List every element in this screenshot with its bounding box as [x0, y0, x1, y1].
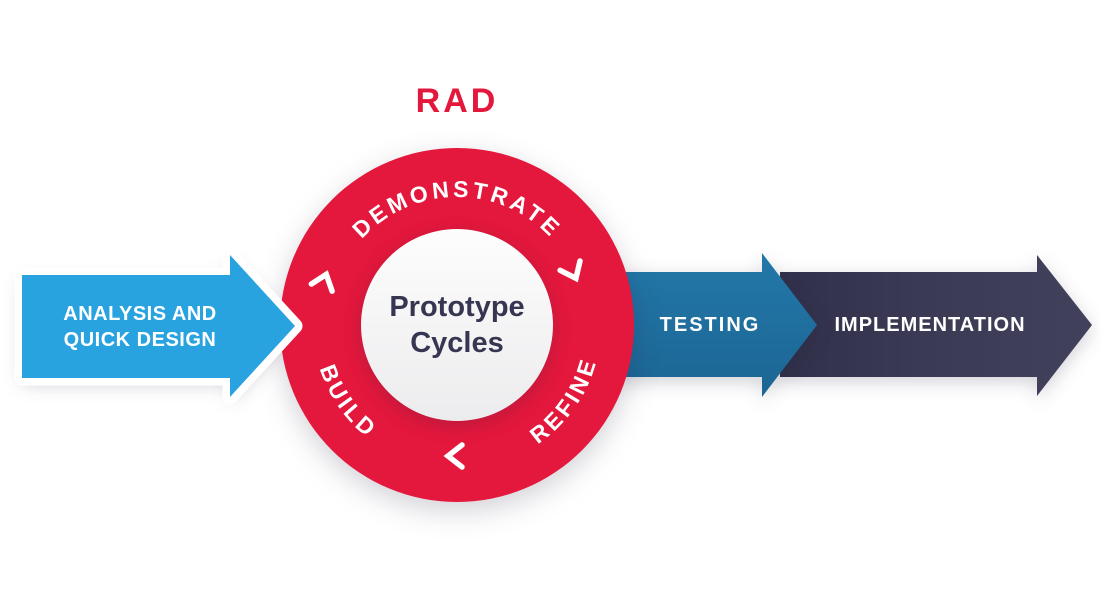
implementation-arrow-label: IMPLEMENTATION: [834, 314, 1026, 336]
cycle-chevron-right-icon: [557, 258, 583, 283]
diagram-title: RAD: [415, 82, 499, 120]
testing-arrow-label: TESTING: [659, 314, 761, 336]
implementation-arrow-shape: [780, 255, 1092, 396]
testing-arrow-shape: [610, 253, 817, 397]
analysis-arrow-shape: [14, 247, 303, 405]
cycle-inner-circle: [361, 229, 553, 421]
cycle-chevron-left-icon: [308, 270, 335, 294]
cycle-chevron-bottom-icon: [443, 442, 465, 470]
cycle-center-label: Prototype Cycles: [389, 291, 525, 359]
analysis-arrow-label: ANALYSIS AND QUICK DESIGN: [63, 303, 217, 351]
